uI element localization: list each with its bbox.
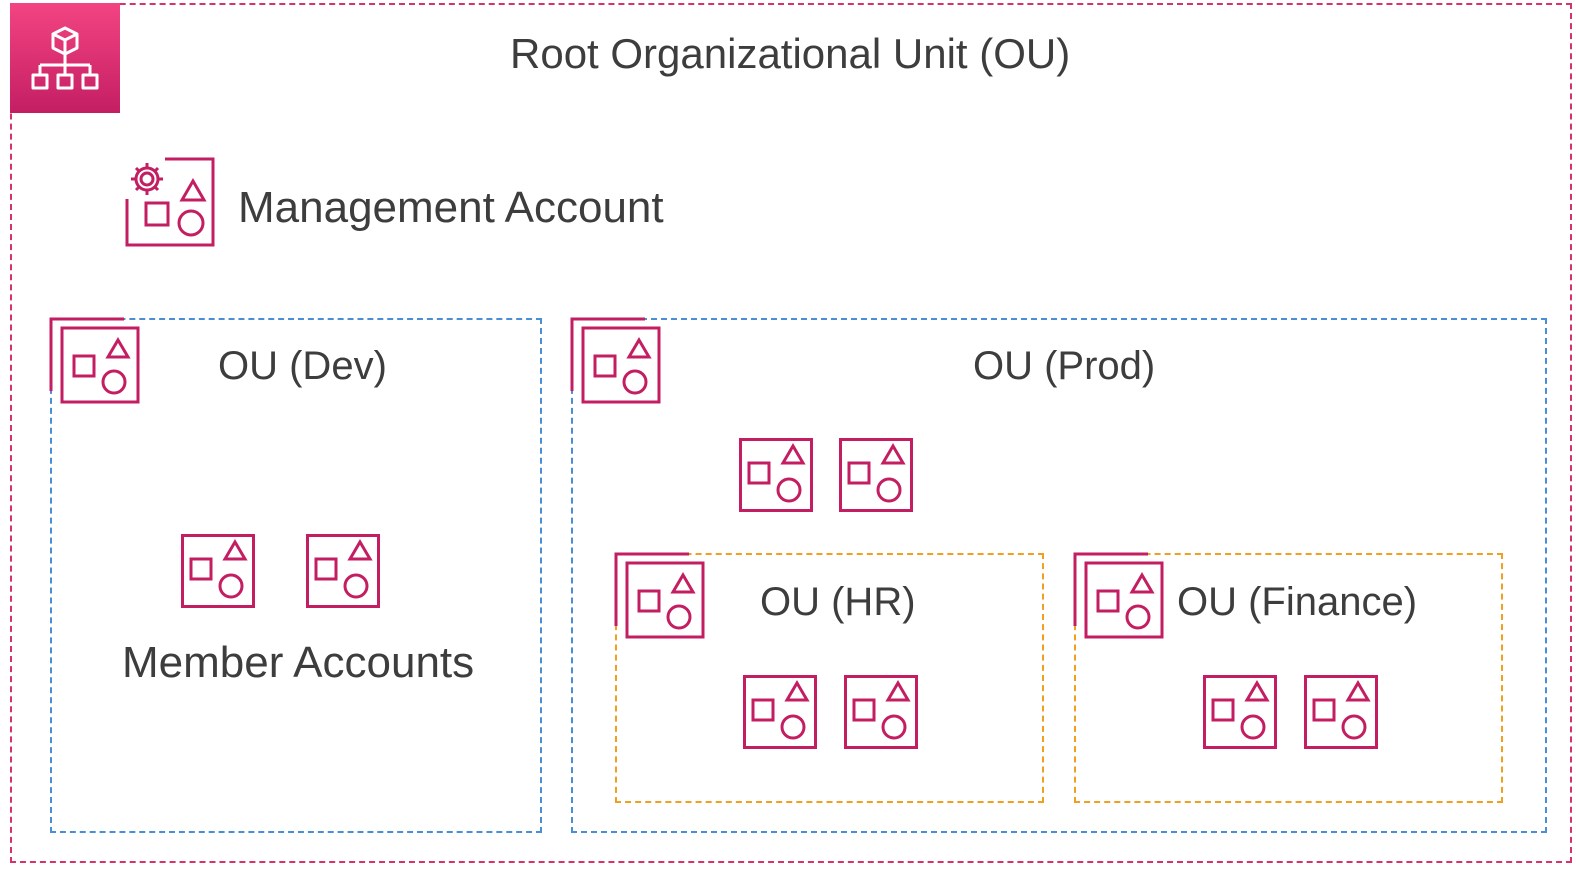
ou-finance-label: OU (Finance) <box>1177 580 1418 624</box>
ou-dev-icon <box>48 316 140 406</box>
ou-dev-label: OU (Dev) <box>218 344 387 388</box>
prod-account-icon <box>739 438 813 512</box>
hr-account-icon <box>743 675 817 749</box>
ou-prod-icon <box>569 316 661 406</box>
member-accounts-label: Member Accounts <box>122 638 475 687</box>
ou-finance-icon <box>1072 551 1164 641</box>
member-account-icon <box>306 534 380 608</box>
ou-hr-icon <box>613 551 705 641</box>
member-account-icon <box>181 534 255 608</box>
ou-dev-container <box>50 318 542 833</box>
root-ou-title: Root Organizational Unit (OU) <box>510 30 1071 77</box>
finance-account-icon <box>1304 675 1378 749</box>
management-account-icon <box>122 157 217 249</box>
finance-account-icon <box>1203 675 1277 749</box>
root-ou-container <box>10 3 1572 863</box>
ou-prod-container <box>571 318 1547 833</box>
ou-prod-label: OU (Prod) <box>973 344 1156 388</box>
hr-account-icon <box>844 675 918 749</box>
ou-finance-container <box>1074 553 1503 803</box>
prod-account-icon <box>839 438 913 512</box>
organizations-icon <box>10 3 120 113</box>
management-account-label: Management Account <box>238 183 664 232</box>
ou-hr-label: OU (HR) <box>760 580 916 624</box>
ou-hr-container <box>615 553 1044 803</box>
